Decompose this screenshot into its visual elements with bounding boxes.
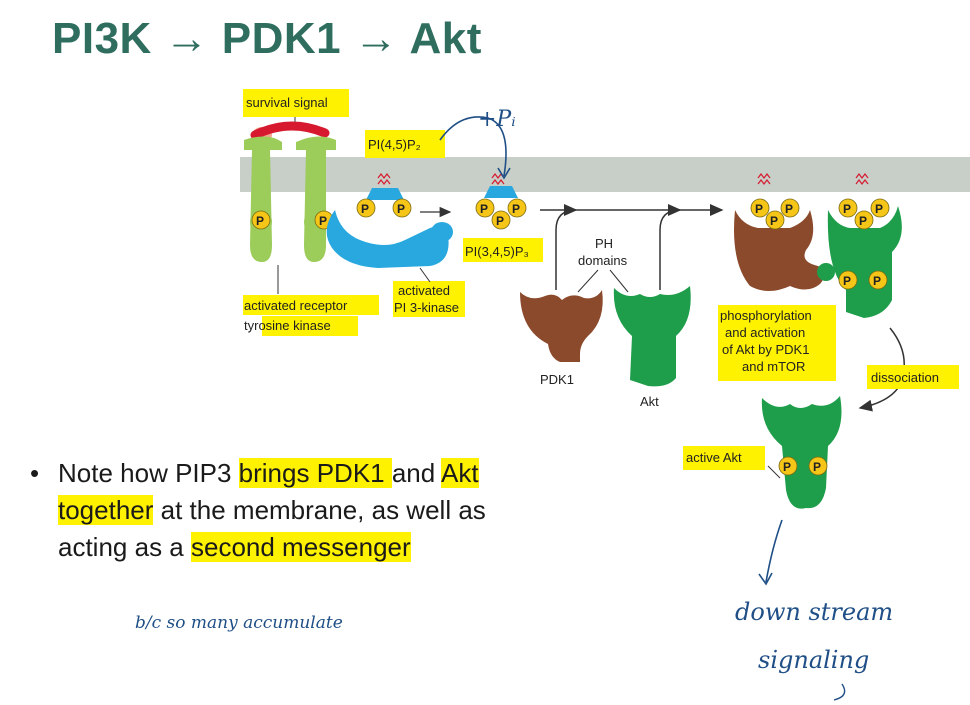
ph-domains-label-line1: PH [595,236,613,251]
svg-text:P: P [397,202,405,216]
survival-signal-highlight [243,89,349,117]
rtk-label-line2: tyrosine kinase [244,318,331,333]
svg-text:P: P [256,214,264,228]
complex-phosphates [750,198,890,290]
rtk-label-line1: activated receptor [244,298,348,313]
phosphorylation-label-line3: of Akt by PDK1 [722,342,809,357]
pdk1-at-membrane [734,210,825,291]
pi3k-label-highlight [393,281,465,317]
rtk-label-highlight [243,295,379,315]
svg-text:P: P [361,202,369,216]
hand-plus-pi: +Pᵢ [478,107,516,132]
dissociation-highlight [867,365,959,389]
phosphorylation-label-highlight [718,305,836,381]
phosphorylation-label-line4: and mTOR [742,359,805,374]
hand-arrow-downstream [765,519,783,583]
phosphorylation-label-line2: and activation [725,325,805,340]
pdk1-protein [520,290,603,362]
pip3-lipid [484,186,518,198]
svg-text:P: P [843,274,851,288]
svg-text:P: P [785,202,793,216]
rtk-label-highlight-2 [262,316,358,336]
survival-signal-label: survival signal [246,95,328,110]
svg-text:P: P [770,214,778,228]
bullet-dot: • [30,458,40,488]
phosphorylation-label-line1: phosphorylation [720,308,812,323]
active-akt-label: active Akt [686,450,742,465]
receptor-tyrosine-kinase [244,121,336,262]
hand-bc-note: b/c so many accumulate [135,613,343,633]
akt-at-membrane [827,206,902,318]
svg-text:P: P [480,202,488,216]
svg-text:P: P [873,274,881,288]
akt-protein [613,286,691,387]
svg-text:P: P [859,214,867,228]
hand-arrow-phosphate [439,116,507,177]
active-akt-protein [761,396,842,509]
pi3k-label-line2: PI 3-kinase [394,300,459,315]
hand-downstream-line1: down stream [735,598,893,626]
highlight-brings-pdk1: brings PDK1 [238,458,392,488]
svg-text:P: P [512,202,520,216]
activated-pi3k [326,188,453,268]
svg-text:P: P [319,214,327,228]
pi345p3-highlight [463,238,543,262]
active-akt-highlight [683,446,765,470]
bullet-text: Note how PIP3 brings PDK1 and Akt togeth… [58,458,486,562]
pi345p3-label: PI(3,4,5)P₃ [465,244,529,259]
pi45p2-highlight [365,130,445,158]
bullet-note: • Note how PIP3 brings PDK1 and Akt toge… [30,455,550,566]
svg-text:P: P [843,202,851,216]
phosphate-rtk-left [251,210,271,230]
dissociation-label: dissociation [871,370,939,385]
pi45p2-label: PI(4,5)P₂ [368,137,421,152]
pdk1-label: PDK1 [540,372,574,387]
svg-text:P: P [755,202,763,216]
svg-text:P: P [783,460,791,474]
hand-downstream-line2: signaling [758,646,869,674]
svg-text:P: P [875,202,883,216]
svg-text:P: P [496,214,504,228]
akt-label: Akt [640,394,659,409]
ph-domains-label-line2: domains [578,253,628,268]
pi3k-label-line1: activated [398,283,450,298]
slide-title: PI3K → PDK1 → Akt [52,14,482,63]
highlight-second-messenger: second messenger [190,532,411,562]
svg-text:P: P [813,460,821,474]
cell-membrane [240,157,970,192]
